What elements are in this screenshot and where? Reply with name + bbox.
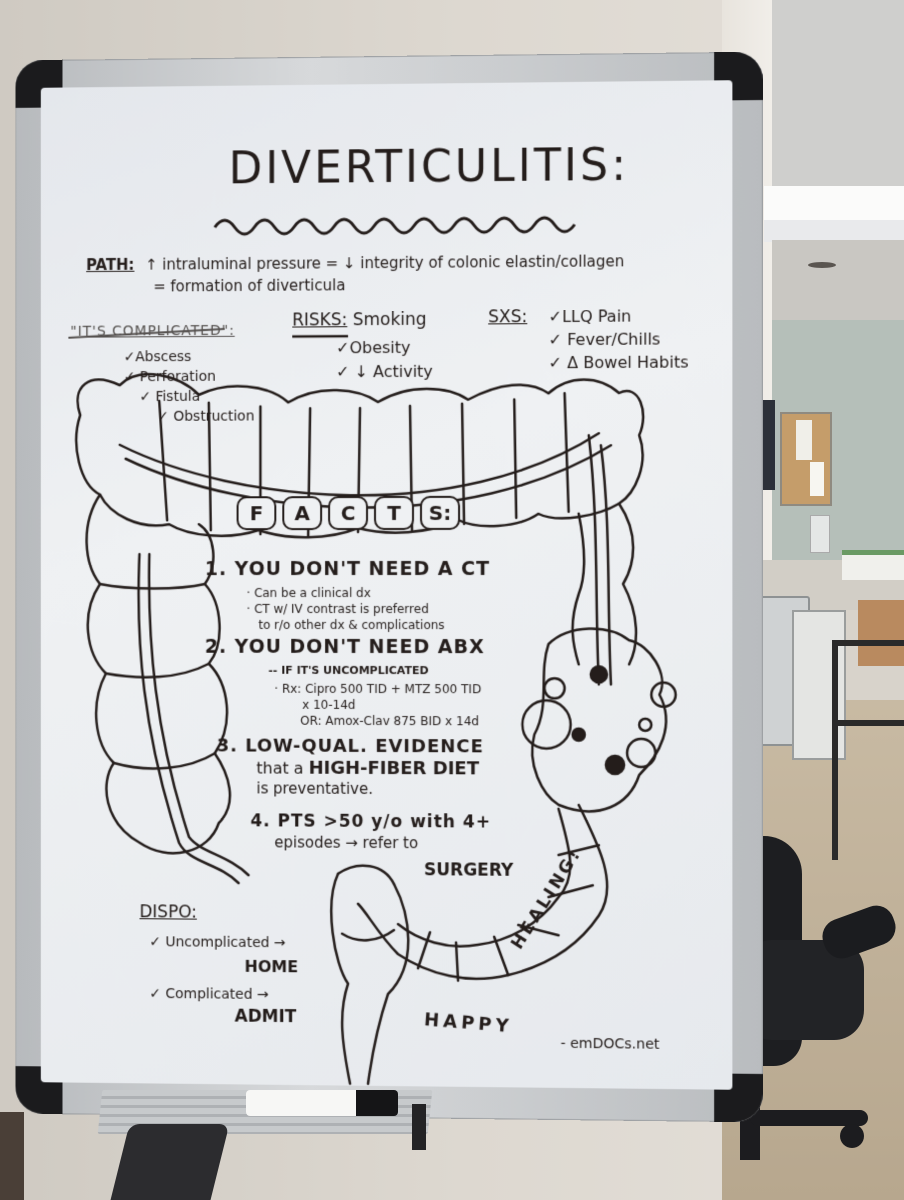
supply-box (842, 550, 904, 580)
whiteboard-surface: DIVERTICULITIS: PATH: ↑ intraluminal pre… (40, 80, 733, 1090)
facts-letter: C (328, 496, 369, 531)
fact-3-text: that a (256, 758, 304, 778)
thermostat (810, 515, 830, 553)
symptoms-list: ✓LLQ Pain ✓ Fever/Chills ✓ Δ Bowel Habit… (548, 304, 688, 374)
fact-2-line: OR: Amox-Clav 875 BID x 14d (300, 713, 480, 729)
facts-letter: S: (420, 495, 461, 530)
whiteboard: DIVERTICULITIS: PATH: ↑ intraluminal pre… (15, 51, 763, 1123)
metal-rack (832, 640, 904, 860)
dispo-condition: ✓ Uncomplicated → (149, 934, 286, 952)
fact-1-line: to r/o other dx & complications (258, 617, 445, 633)
facts-heading: F A C T S: (236, 495, 461, 531)
fact-2-heading: 2. YOU DON'T NEED ABX (204, 635, 485, 659)
fact-4-heading: 4. PTS >50 y/o with 4+ (250, 811, 492, 833)
ceiling-tiles (772, 0, 904, 190)
list-item: ✓Obesity (336, 337, 411, 358)
sprinkler-icon (808, 262, 836, 268)
fact-2-line: x 10-14d (302, 697, 356, 712)
pathophysiology-line-2: = formation of diverticula (153, 276, 346, 296)
marker-body (246, 1090, 356, 1116)
office-chair-wheel (840, 1124, 864, 1148)
list-item: ✓ Perforation (123, 368, 216, 386)
fact-4-line: episodes → refer to (274, 833, 419, 853)
list-item: ✓ ↓ Activity (336, 361, 433, 382)
fact-4-line: SURGERY (424, 860, 514, 881)
path-label: PATH: (86, 255, 135, 275)
cabinet (0, 1112, 24, 1200)
dispo-outcome: HOME (244, 956, 299, 977)
risks-label: RISKS: (292, 310, 348, 331)
fact-1-line: · CT w/ IV contrast is preferred (246, 601, 429, 617)
metal-rack-shelf (832, 720, 904, 726)
list-item: ✓ Fever/Chills (548, 329, 661, 350)
path-text: ↑ intraluminal pressure = ↓ integrity of… (145, 252, 625, 274)
fact-2-line: -- IF IT'S UNCOMPLICATED (268, 663, 429, 678)
board-title: DIVERTICULITIS: (228, 139, 630, 195)
fact-1-heading: 1. YOU DON'T NEED A CT (204, 557, 491, 581)
facts-letter: T (374, 495, 415, 531)
complicated-heading: "IT'S COMPLICATED": (70, 322, 235, 340)
risks-heading: RISKS: Smoking (292, 310, 426, 331)
list-item: ✓ Fistula (139, 388, 201, 405)
list-item: ✓Abscess (123, 349, 192, 366)
pathophysiology-line-1: PATH: ↑ intraluminal pressure = ↓ integr… (86, 252, 624, 274)
fact-3-heading: 3. LOW-QUAL. EVIDENCE (216, 735, 485, 758)
cardboard-box (858, 600, 904, 666)
list-item: ✓ Δ Bowel Habits (548, 352, 689, 373)
posted-paper (796, 420, 812, 460)
complications-list: ✓Abscess ✓ Perforation ✓ Fistula ✓ Obstr… (124, 347, 255, 427)
risk-smoking: Smoking (352, 309, 427, 331)
list-item: ✓LLQ Pain (548, 306, 632, 327)
fact-2-line: · Rx: Cipro 500 TID + MTZ 500 TID (274, 681, 482, 697)
posted-paper (810, 462, 824, 496)
fact-3-line: is preventative. (256, 779, 373, 798)
fact-3-emphasis: HIGH-FIBER DIET (308, 757, 480, 780)
ceiling-light-strip (764, 220, 904, 242)
facts-letter: A (282, 496, 323, 531)
colon-illustration (41, 80, 733, 1086)
dispo-condition: ✓ Complicated → (149, 985, 269, 1003)
dry-erase-marker[interactable] (246, 1090, 398, 1116)
facts-letter: F (236, 496, 277, 531)
risks-list: ✓Obesity ✓ ↓ Activity (336, 336, 433, 384)
office-chair-leg (750, 1110, 868, 1126)
ceiling-light (764, 186, 904, 220)
dispo-heading: DISPO: (139, 902, 197, 923)
foreground-chair-back (110, 1124, 230, 1200)
symptoms-heading: SXS: (488, 307, 528, 328)
fact-3-line: that a HIGH-FIBER DIET (256, 758, 479, 780)
tray-clip (412, 1104, 426, 1150)
fact-1-line: · Can be a clinical dx (246, 586, 371, 600)
dispo-outcome: ADMIT (234, 1006, 297, 1028)
marker-cap (356, 1090, 398, 1116)
credit-text: - emDOCs.net (560, 1035, 660, 1053)
list-item: ✓ Obstruction (157, 408, 255, 425)
